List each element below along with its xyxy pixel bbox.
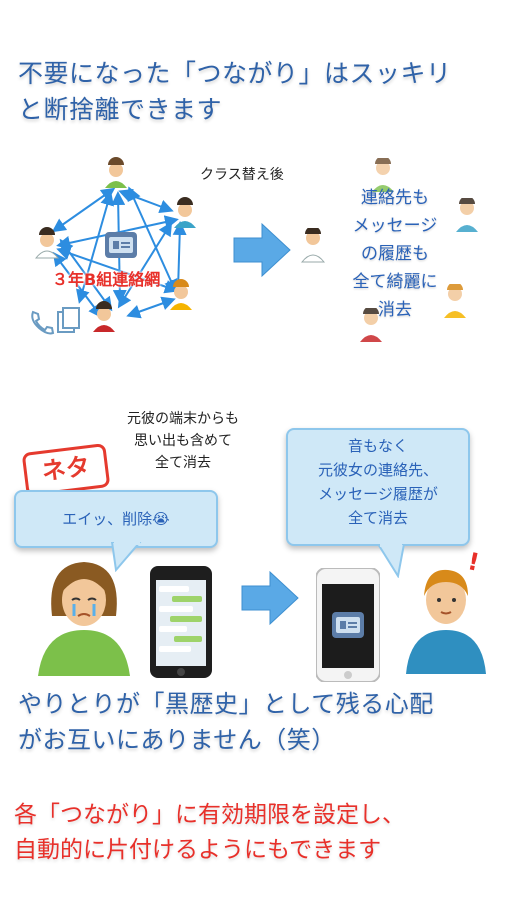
footer-text-line2: 自動的に片付けるようにもできます	[14, 837, 382, 863]
caption-line: 思い出も含めて	[134, 433, 232, 449]
person-icon	[105, 157, 127, 188]
middle-text-line1: やりとりが「黒歴史」として残る心配	[18, 690, 434, 718]
smartphone-icon	[316, 568, 380, 682]
middle-text: やりとりが「黒歴史」として残る心配 がお互いにありません（笑）	[18, 686, 434, 758]
person-icon	[456, 198, 478, 232]
caption: 元彼の端末からも 思い出も含めて 全て消去	[98, 408, 268, 474]
arrow-right-icon	[241, 570, 299, 626]
person-icon	[174, 197, 196, 228]
bubble-tail	[110, 542, 142, 572]
bubble-line: メッセージ履歴が	[318, 485, 438, 503]
bubble-line: 全て消去	[347, 509, 408, 527]
contact-card-icon	[105, 232, 137, 258]
bubble-line: 音もなく	[347, 437, 408, 455]
deleted-line: 全て綺麗に	[352, 272, 438, 292]
person-icon	[300, 228, 326, 263]
person-icon	[360, 308, 382, 342]
person-icon	[170, 279, 192, 310]
headline-line2: と断捨離できます	[18, 95, 223, 124]
right-speech-bubble: 音もなく 元彼女の連絡先、 メッセージ履歴が 全て消去	[286, 428, 470, 546]
deleted-line: 連絡先も	[361, 188, 429, 208]
headline: 不要になった「つながり」はスッキリ と断捨離できます	[18, 56, 452, 128]
deleted-line: 消去	[378, 300, 412, 320]
deleted-line: メッセージ	[352, 216, 438, 236]
person-icon	[93, 301, 115, 332]
caption-line: 元彼の端末からも	[127, 411, 239, 427]
footer-text-line1: 各「つながり」に有効期限を設定し、	[14, 802, 405, 828]
network-graph	[31, 157, 196, 335]
group-label: ３年B組連絡網	[52, 270, 161, 289]
footer-text: 各「つながり」に有効期限を設定し、 自動的に片付けるようにもできます	[14, 798, 405, 868]
deleted-line: の履歴も	[361, 244, 429, 264]
after-class-change-label: クラス替え後	[200, 167, 284, 183]
middle-text-line2: がお互いにありません（笑）	[18, 726, 336, 754]
document-icon	[57, 307, 80, 333]
deleted-message: 連絡先も メッセージ の履歴も 全て綺麗に 消去	[330, 184, 460, 324]
arrow-right-icon	[233, 222, 291, 278]
neta-badge: ネタ	[21, 443, 111, 497]
smartphone-icon	[150, 566, 212, 678]
man-avatar	[406, 569, 486, 674]
contact-card-icon	[332, 612, 364, 638]
crying-woman-avatar	[38, 562, 130, 676]
person-icon	[372, 158, 394, 192]
phone-icon	[31, 310, 55, 335]
bubble-line: 元彼女の連絡先、	[317, 461, 438, 479]
left-speech-bubble: エイッ、削除😭	[14, 490, 218, 548]
caption-line: 全て消去	[155, 455, 211, 471]
person-icon	[34, 227, 60, 259]
person-icon	[444, 284, 466, 318]
headline-line1: 不要になった「つながり」はスッキリ	[18, 59, 452, 88]
bubble-tail	[376, 544, 406, 578]
